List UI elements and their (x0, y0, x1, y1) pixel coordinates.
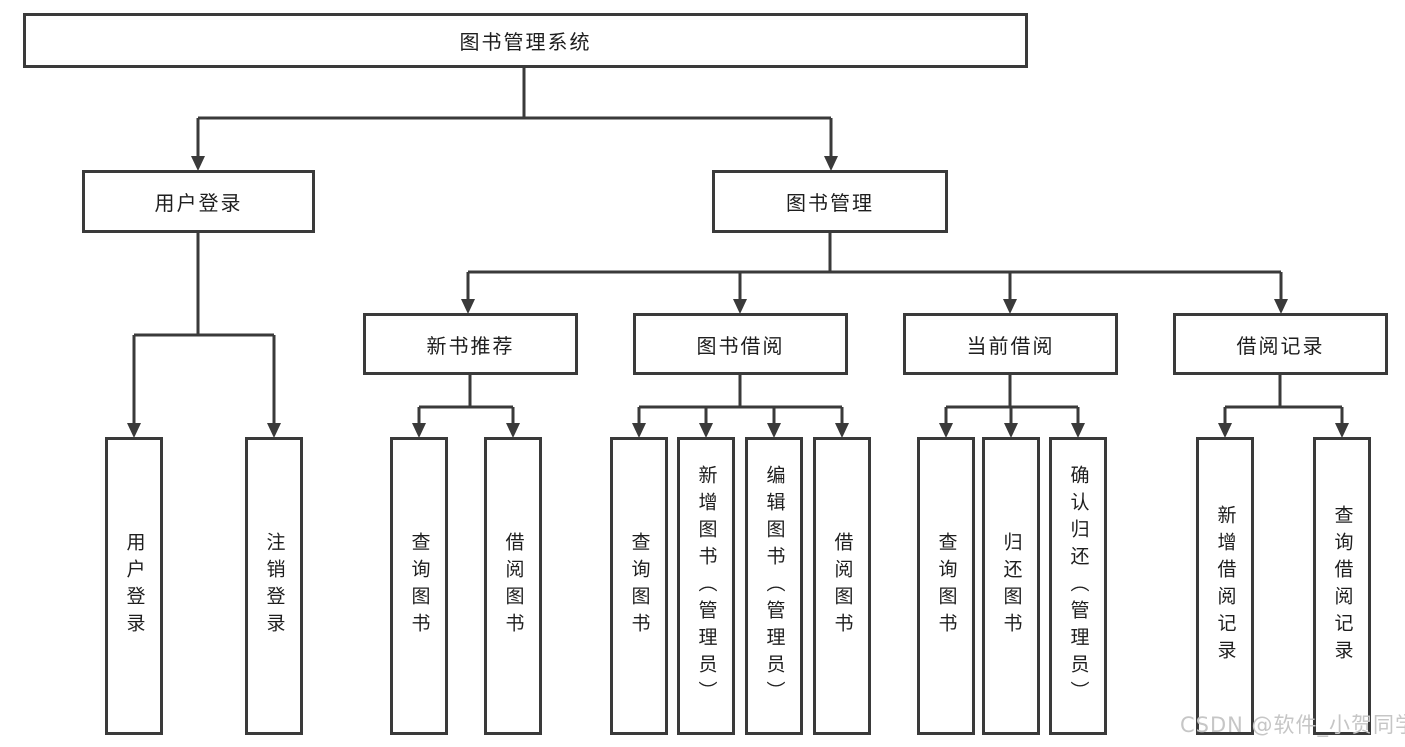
node-book-borrow-label: 图书借阅 (696, 333, 785, 358)
node-current-borrow: 当前借阅 (903, 313, 1118, 375)
connector-root (196, 68, 833, 160)
node-leaf-logout-label: 注销登录 (263, 532, 286, 640)
csdn-watermark: CSDN @软件_小贺同学 (1180, 713, 1405, 737)
node-leaf-borrow-book-label: 借阅图书 (831, 532, 854, 640)
node-user-login: 用户登录 (82, 170, 315, 233)
node-leaf-query-borrow-record-label: 查询借阅记录 (1331, 505, 1354, 667)
connector-new-book (417, 375, 515, 427)
node-leaf-return-book-label: 归还图书 (1000, 532, 1023, 640)
node-borrow-records: 借阅记录 (1173, 313, 1388, 375)
node-leaf-edit-book-admin-label: 编辑图书（管理员） (763, 464, 786, 708)
node-leaf-query-book-current-label: 查询图书 (935, 532, 958, 640)
node-book-borrow: 图书借阅 (633, 313, 848, 375)
node-leaf-borrow-book-recommend-label: 借阅图书 (502, 532, 525, 640)
node-new-book-recommend: 新书推荐 (363, 313, 578, 375)
node-book-management-label: 图书管理 (786, 191, 874, 215)
node-leaf-add-book-admin: 新增图书（管理员） (677, 437, 735, 735)
node-leaf-confirm-return-admin: 确认归还（管理员） (1049, 437, 1107, 735)
node-leaf-add-book-admin-label: 新增图书（管理员） (695, 464, 718, 708)
node-leaf-query-book-current: 查询图书 (917, 437, 975, 735)
node-leaf-edit-book-admin: 编辑图书（管理员） (745, 437, 803, 735)
node-leaf-borrow-book-recommend: 借阅图书 (484, 437, 542, 735)
node-book-management: 图书管理 (712, 170, 948, 233)
node-leaf-add-borrow-record-label: 新增借阅记录 (1214, 505, 1237, 667)
node-leaf-query-book-recommend: 查询图书 (390, 437, 448, 735)
node-leaf-logout: 注销登录 (245, 437, 303, 735)
connector-borrow-records (1223, 375, 1344, 427)
connector-user-login (132, 233, 276, 427)
connector-book-management (466, 233, 1283, 303)
connector-book-borrow (637, 375, 844, 427)
node-current-borrow-label: 当前借阅 (966, 333, 1055, 358)
node-new-book-recommend-label: 新书推荐 (426, 333, 515, 358)
node-library-system-label: 图书管理系统 (459, 30, 592, 54)
node-leaf-user-login: 用户登录 (105, 437, 163, 735)
node-leaf-query-borrow-record: 查询借阅记录 (1313, 437, 1371, 735)
node-leaf-query-book-borrow: 查询图书 (610, 437, 668, 735)
node-leaf-query-book-borrow-label: 查询图书 (628, 532, 651, 640)
node-leaf-add-borrow-record: 新增借阅记录 (1196, 437, 1254, 735)
node-library-system: 图书管理系统 (23, 13, 1028, 68)
node-borrow-records-label: 借阅记录 (1236, 333, 1325, 358)
connector-current-borrow (944, 375, 1080, 427)
node-leaf-confirm-return-admin-label: 确认归还（管理员） (1067, 464, 1090, 708)
arrowheads (127, 156, 1349, 438)
node-user-login-label: 用户登录 (154, 191, 243, 215)
node-leaf-user-login-label: 用户登录 (123, 532, 146, 640)
node-leaf-query-book-recommend-label: 查询图书 (408, 532, 431, 640)
node-leaf-borrow-book: 借阅图书 (813, 437, 871, 735)
node-leaf-return-book: 归还图书 (982, 437, 1040, 735)
